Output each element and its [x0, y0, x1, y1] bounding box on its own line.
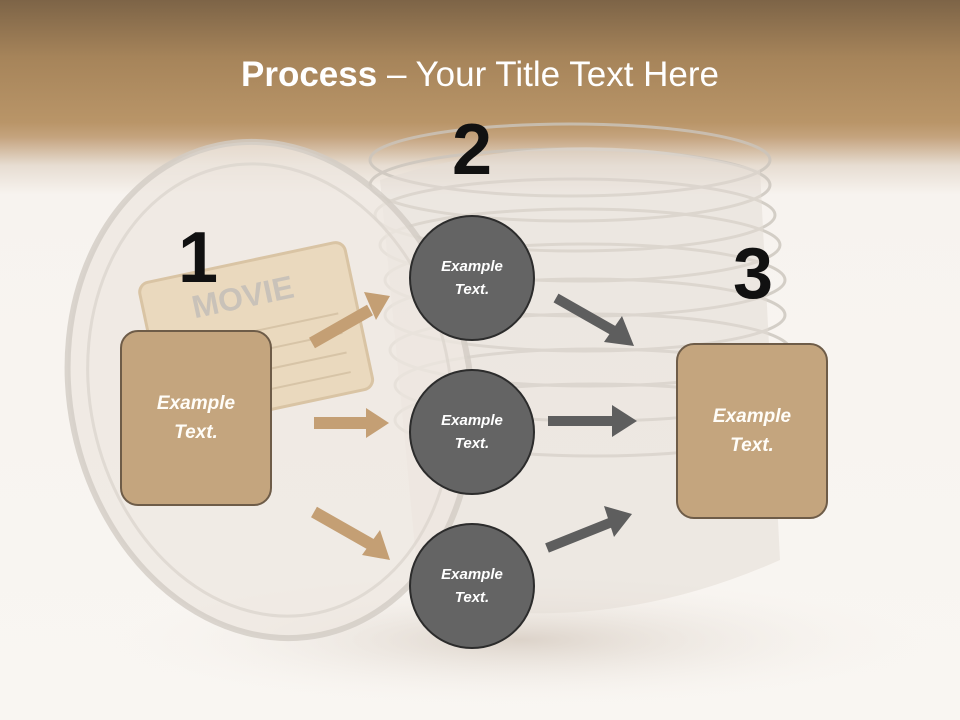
step-3-box: Example Text. [676, 343, 828, 519]
step-number-1: 1 [177, 218, 219, 298]
step-2-circle-middle: Example Text. [409, 369, 535, 495]
step-3-text: Example Text. [712, 406, 792, 456]
step-2-circle-bottom: Example Text. [409, 523, 535, 649]
step-number-3: 3 [732, 234, 774, 314]
title-bold: Process [241, 55, 378, 94]
title-rest: – Your Title Text Here [377, 55, 719, 94]
step-1-text: Example Text. [156, 393, 236, 443]
step-2-circle-top: Example Text. [409, 215, 535, 341]
circle-bottom-text: Example Text. [441, 566, 503, 606]
step-number-2: 2 [451, 110, 493, 190]
circle-top-text: Example Text. [441, 258, 503, 298]
step-1-box: Example Text. [120, 330, 272, 506]
slide-title: Process – Your Title Text Here [0, 52, 960, 98]
circle-middle-text: Example Text. [441, 412, 503, 452]
